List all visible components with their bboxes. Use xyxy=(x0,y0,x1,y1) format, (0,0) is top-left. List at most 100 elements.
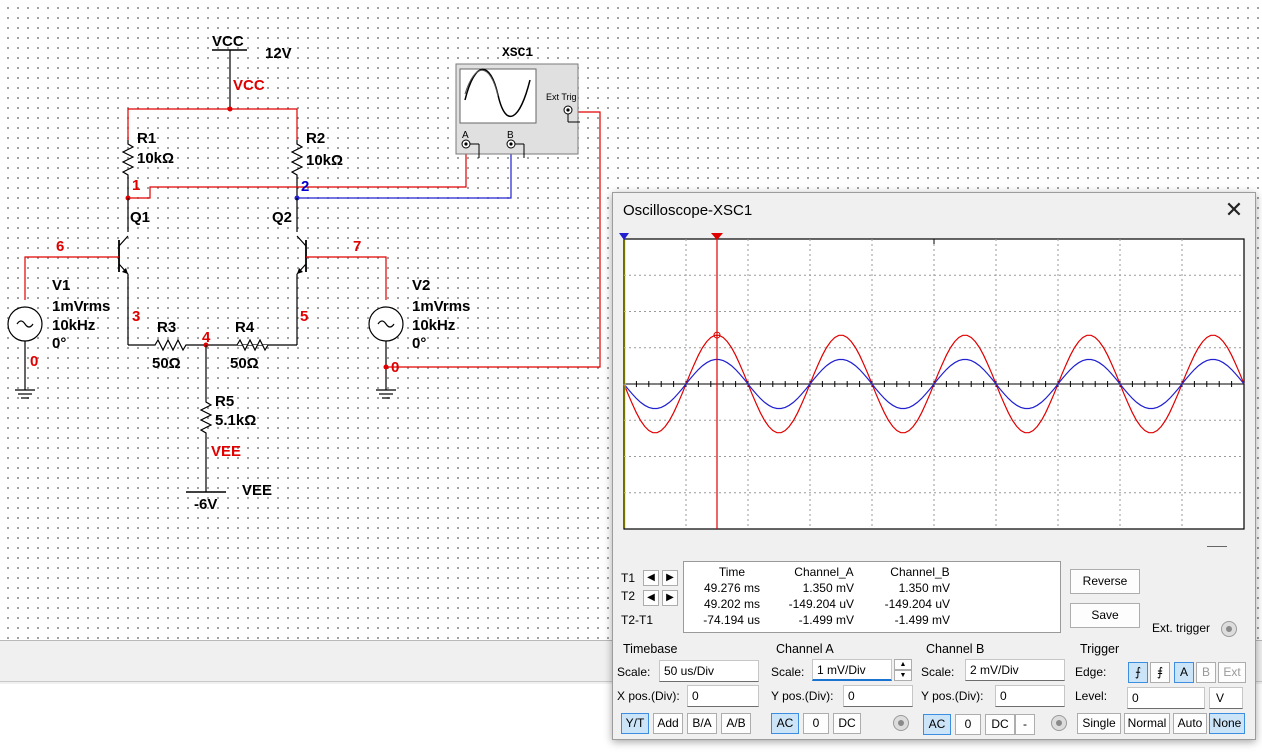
r3-value: 50Ω xyxy=(152,355,181,372)
node-4-label: 4 xyxy=(202,329,211,346)
r4-name: R4 xyxy=(235,319,255,336)
channel-a-terminal-icon[interactable] xyxy=(893,715,909,731)
channel-a-ypos-input[interactable]: 0 xyxy=(843,685,913,707)
row2-time: 49.202 ms xyxy=(703,597,760,611)
row3-channel-a: -1.499 mV xyxy=(798,613,854,627)
scale-up-arrow-icon[interactable]: ▲ xyxy=(894,659,912,670)
vcc-voltage: 12V xyxy=(265,45,292,62)
add-button[interactable]: Add xyxy=(653,713,683,734)
yt-button[interactable]: Y/T xyxy=(621,713,649,734)
r3-name: R3 xyxy=(157,319,176,336)
r4-value: 50Ω xyxy=(230,355,259,372)
header-channel-b: Channel_B xyxy=(890,565,950,579)
channel-a-ac-button[interactable]: AC xyxy=(771,713,799,734)
channel-b-scale-label: Scale: xyxy=(921,665,955,679)
v2-name: V2 xyxy=(412,277,430,294)
channel-a-label: Channel A xyxy=(776,642,834,656)
channel-b-trace xyxy=(623,358,1245,410)
timebase-label: Timebase xyxy=(623,642,678,656)
node-2-label: 2 xyxy=(301,178,309,195)
trigger-edge-label: Edge: xyxy=(1075,665,1107,679)
channel-a-scale-label: Scale: xyxy=(771,665,805,679)
vee-net-label: VEE xyxy=(211,443,241,460)
trigger-level-input[interactable]: 0 xyxy=(1127,687,1205,709)
vcc-label: VCC xyxy=(212,33,244,50)
row1-time: 49.276 ms xyxy=(703,581,760,595)
r2-name: R2 xyxy=(306,130,325,147)
node-3-label: 3 xyxy=(132,308,140,325)
scope-display[interactable] xyxy=(614,231,1253,535)
cursor-readout-table: Time Channel_A Channel_B 49.276 ms 1.350… xyxy=(683,561,1061,633)
t2-label: T2 xyxy=(621,589,636,603)
reverse-button[interactable]: Reverse xyxy=(1070,569,1140,594)
channel-b-ypos-input[interactable]: 0 xyxy=(995,685,1065,707)
scope-terminal-a: A xyxy=(462,130,469,141)
r1-name: R1 xyxy=(137,130,156,147)
trigger-level-label: Level: xyxy=(1075,689,1108,703)
channel-b-invert-button[interactable]: - xyxy=(1015,714,1035,735)
trigger-source-b-button[interactable]: B xyxy=(1196,662,1216,683)
ext-trigger-terminal-icon[interactable] xyxy=(1221,621,1237,637)
row3-channel-b: -1.499 mV xyxy=(894,613,950,627)
channel-b-label: Channel B xyxy=(926,642,985,656)
channel-a-zero-button[interactable]: 0 xyxy=(803,713,829,734)
trigger-label: Trigger xyxy=(1080,642,1120,656)
q2-label: Q2 xyxy=(272,209,292,226)
falling-edge-icon[interactable]: ⨎ xyxy=(1150,662,1170,683)
t1-left-arrow-icon[interactable]: ◀ xyxy=(643,570,659,586)
trigger-source-a-button[interactable]: A xyxy=(1174,662,1194,683)
schematic-wiring: VCC 12V VCC R1 10kΩ R2 10kΩ 1 2 Q1 Q2 6 … xyxy=(7,33,601,513)
ext-trigger-label: Ext. trigger xyxy=(1152,621,1211,635)
timebase-scale-input[interactable]: 50 us/Div xyxy=(659,660,759,682)
rising-edge-icon[interactable]: ⨍ xyxy=(1128,662,1148,683)
normal-button[interactable]: Normal xyxy=(1124,713,1170,734)
cursor-t2-marker[interactable] xyxy=(619,233,629,240)
channel-b-terminal-icon[interactable] xyxy=(1051,715,1067,731)
vee-label: VEE xyxy=(242,482,272,499)
v2-frequency: 10kHz xyxy=(412,317,455,334)
r1-value: 10kΩ xyxy=(137,150,174,167)
oscilloscope-title: Oscilloscope-XSC1 xyxy=(623,202,753,219)
cursor-t1-marker[interactable] xyxy=(711,233,723,529)
scale-down-arrow-icon[interactable]: ▼ xyxy=(894,670,912,681)
channel-b-scale-input[interactable]: 2 mV/Div xyxy=(965,659,1065,681)
channel-b-dc-button[interactable]: DC xyxy=(985,714,1015,735)
close-icon[interactable]: ✕ xyxy=(1224,197,1244,222)
single-button[interactable]: Single xyxy=(1077,713,1121,734)
q1-label: Q1 xyxy=(130,209,150,226)
t2-right-arrow-icon[interactable]: ▶ xyxy=(662,590,678,606)
channel-a-ypos-label: Y pos.(Div): xyxy=(771,689,834,703)
scope-instrument-icon[interactable] xyxy=(455,63,580,158)
node-0-right-label: 0 xyxy=(391,359,399,376)
b-over-a-button[interactable]: B/A xyxy=(687,713,717,734)
header-time: Time xyxy=(718,565,746,579)
channel-a-scale-input[interactable]: 1 mV/Div xyxy=(812,659,892,681)
channel-a-dc-button[interactable]: DC xyxy=(833,713,861,734)
row3-time: -74.194 us xyxy=(703,613,760,627)
row2-channel-b: -149.204 uV xyxy=(884,597,950,611)
save-button[interactable]: Save xyxy=(1070,603,1140,628)
timebase-scale-label: Scale: xyxy=(617,665,651,679)
v1-name: V1 xyxy=(52,277,70,294)
oscilloscope-window[interactable]: Oscilloscope-XSC1 ✕ T1 ◀ ▶ T2 ◀ ▶ T2-T1 … xyxy=(612,192,1256,740)
channel-b-ac-button[interactable]: AC xyxy=(923,714,951,735)
auto-button[interactable]: Auto xyxy=(1173,713,1207,734)
a-over-b-button[interactable]: A/B xyxy=(721,713,751,734)
scope-ext-trig-label: Ext Trig xyxy=(546,92,577,102)
node-1-label: 1 xyxy=(132,177,140,194)
trigger-level-unit[interactable]: V xyxy=(1209,687,1243,709)
none-button[interactable]: None xyxy=(1209,713,1245,734)
channel-b-zero-button[interactable]: 0 xyxy=(955,714,981,735)
node-5-label: 5 xyxy=(300,308,308,325)
r5-name: R5 xyxy=(215,393,234,410)
node-7-label: 7 xyxy=(353,238,361,255)
v1-amplitude: 1mVrms xyxy=(52,298,110,315)
timebase-xpos-label: X pos.(Div): xyxy=(617,689,680,703)
timebase-xpos-input[interactable]: 0 xyxy=(687,685,759,707)
row2-channel-a: -149.204 uV xyxy=(788,597,854,611)
t1-right-arrow-icon[interactable]: ▶ xyxy=(662,570,678,586)
v1-frequency: 10kHz xyxy=(52,317,95,334)
channel-b-ypos-label: Y pos.(Div): xyxy=(921,689,984,703)
trigger-source-ext-button[interactable]: Ext xyxy=(1218,662,1246,683)
t2-left-arrow-icon[interactable]: ◀ xyxy=(643,590,659,606)
